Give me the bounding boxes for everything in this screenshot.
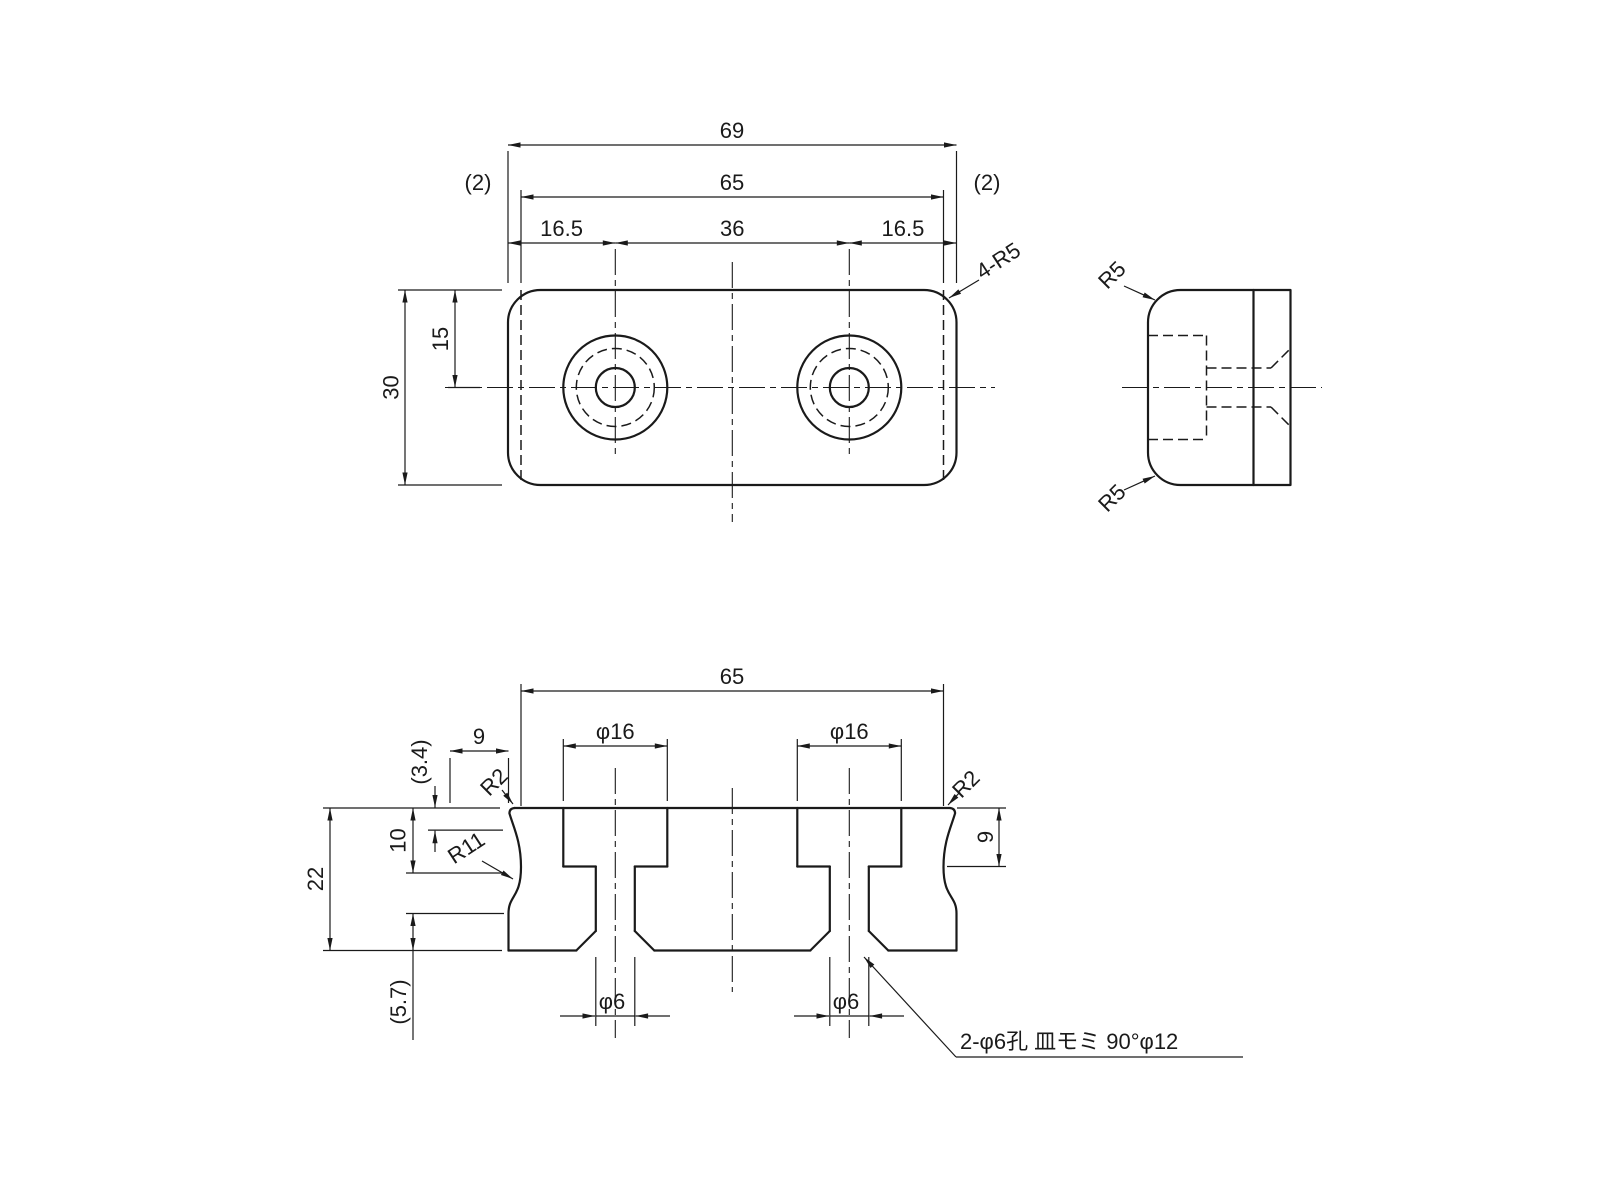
dim-hole-pitch-label: 36 [720,216,744,241]
dim-edge-radius-right-label: R2 [947,765,985,803]
dim-end-gap-left-label: (2) [465,170,492,195]
hidden-countersink-bottom [1270,406,1292,428]
dim-overall-height-front-label: 22 [303,867,328,891]
side-view-geometry [1122,288,1322,487]
dim-edge-radius-left-label: R2 [475,763,513,801]
hole-note-label: 2-φ6孔 皿モミ 90°φ12 [960,1029,1178,1054]
dim-hole-dia-right-label: φ6 [833,989,860,1014]
dim-neck-start-depth-label: (3.4) [407,739,432,784]
dim-end-gap-right-label: (2) [974,170,1001,195]
hole-circle-right [828,366,870,409]
top-view: 69 65 (2) (2) 16.5 36 16.5 15 30 4 [379,118,1025,522]
front-view: 65 φ16 φ16 9 R2 R2 (3.4) [303,664,1243,1058]
front-right-profile [942,806,958,952]
front-view-geometry [507,768,958,1038]
countersink-circle-right [809,347,890,428]
dim-hole-dia-left-label: φ6 [599,989,626,1014]
dim-neck-width-label: 65 [720,170,744,195]
hole-circle-left [594,366,636,409]
dim-overall-height-label: 30 [379,375,404,399]
counterbore-circle-left [562,334,669,441]
front-view-dimensions: 65 φ16 φ16 9 R2 R2 (3.4) [303,664,1243,1058]
dim-radius-bottom-label: R5 [1093,479,1131,517]
side-view: R5 R5 [1093,256,1322,517]
dim-hole-offset-left-label: 16.5 [540,216,583,241]
dim-overall-width-label: 69 [720,118,744,143]
hidden-countersink-top [1270,347,1292,369]
top-view-dimensions: 69 65 (2) (2) 16.5 36 16.5 15 30 4 [379,118,1025,486]
dim-neck-mid-depth-label: 10 [386,828,411,852]
dim-counterbore-depth-label: 9 [973,831,998,843]
countersink-circle-left [575,347,656,428]
side-view-dimensions: R5 R5 [1093,256,1156,517]
dim-neck-radius-label: R11 [443,827,489,869]
counterbore-circle-right [796,334,903,441]
front-left-profile [507,806,523,952]
dim-bottom-land-label: (5.7) [386,979,411,1024]
top-view-geometry [445,249,995,522]
note-corner-radius-label: 4-R5 [971,237,1025,284]
dim-neck-length-label: 9 [473,724,485,749]
dim-hole-offset-right-label: 16.5 [881,216,924,241]
dim-hole-center-label: 15 [428,327,453,351]
dim-radius-top-label: R5 [1093,256,1131,294]
front-dim-width-label: 65 [720,664,744,689]
dim-counterbore-dia-left-label: φ16 [596,719,635,744]
side-outline [1146,288,1292,487]
dim-counterbore-dia-right-label: φ16 [830,719,869,744]
